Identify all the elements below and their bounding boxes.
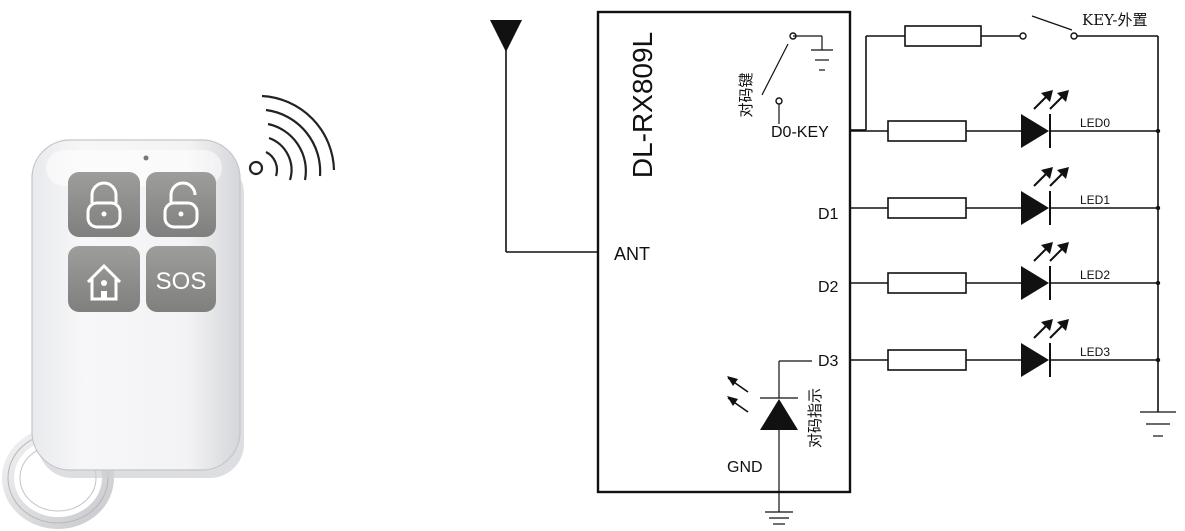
unlock-icon bbox=[163, 181, 199, 229]
sos-label: SOS bbox=[156, 268, 207, 295]
indicator-light bbox=[143, 155, 149, 161]
unlock-button[interactable] bbox=[146, 172, 216, 237]
pair-key-switch: 对码键 bbox=[737, 32, 833, 124]
led-channel: LED3 bbox=[850, 319, 1161, 377]
module-name: DL-RX809L bbox=[627, 32, 658, 178]
led-label: LED2 bbox=[1080, 268, 1110, 282]
pair-indicator-label: 对码指示 bbox=[806, 388, 824, 448]
led-symbol bbox=[1021, 114, 1051, 148]
external-key-circuit: KEY-外置 bbox=[850, 11, 1158, 131]
lock-button[interactable] bbox=[68, 172, 140, 237]
pin-d0-key: D0-KEY bbox=[771, 124, 829, 141]
led-label: LED3 bbox=[1080, 345, 1110, 359]
external-key-label: KEY-外置 bbox=[1082, 11, 1147, 29]
pin-ant: ANT bbox=[614, 244, 650, 264]
antenna-symbol bbox=[490, 20, 598, 253]
pin-d3: D3 bbox=[818, 353, 839, 370]
resistor bbox=[887, 120, 967, 142]
sos-button[interactable]: SOS bbox=[146, 246, 216, 312]
pair-key-label: 对码键 bbox=[737, 72, 755, 117]
light-emission-arrows bbox=[1033, 242, 1069, 262]
led-symbol bbox=[1021, 343, 1051, 377]
pair-indicator-led: 对码指示 bbox=[727, 360, 824, 525]
home-icon bbox=[86, 263, 122, 301]
light-emission-arrows bbox=[1033, 167, 1069, 187]
led-symbol bbox=[1021, 191, 1051, 225]
led-label: LED0 bbox=[1080, 116, 1110, 130]
resistor bbox=[887, 197, 967, 219]
light-emission-arrows bbox=[1033, 90, 1069, 110]
lock-icon bbox=[86, 181, 122, 229]
led-channel: LED1 bbox=[850, 167, 1161, 225]
schematic: DL-RX809L ANT GND D0-KEY D1 D2 D3 对码键 bbox=[490, 10, 1176, 525]
receiver-module bbox=[596, 10, 852, 494]
resistor bbox=[887, 272, 967, 294]
led-symbol bbox=[1021, 266, 1051, 300]
led-label: LED1 bbox=[1080, 193, 1110, 207]
ground-symbol bbox=[1140, 411, 1176, 437]
home-button[interactable] bbox=[68, 246, 140, 312]
led-channel: LED0 bbox=[850, 90, 1161, 148]
remote-control: SOS bbox=[2, 94, 336, 529]
light-emission-arrows bbox=[727, 377, 749, 413]
light-emission-arrows bbox=[1033, 319, 1069, 339]
led-channel: LED2 bbox=[850, 242, 1161, 300]
pin-d1: D1 bbox=[818, 206, 839, 223]
pin-gnd: GND bbox=[727, 459, 763, 476]
wireless-signal-icon bbox=[248, 94, 336, 181]
resistor bbox=[887, 349, 967, 371]
pin-d2: D2 bbox=[818, 279, 839, 296]
